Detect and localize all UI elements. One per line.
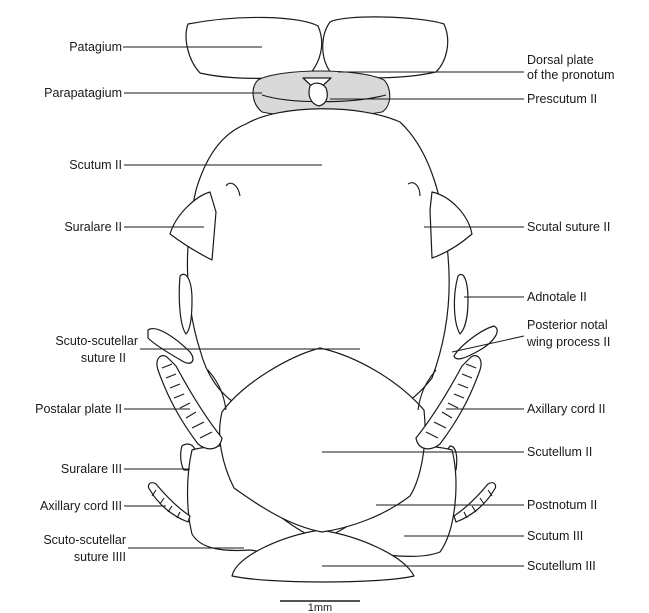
- label-suralare-iii: Suralare III: [61, 462, 122, 476]
- label-scutum-ii: Scutum II: [69, 158, 122, 172]
- label-scuto-scutellar-ii-line1: Scuto-scutellar: [55, 334, 138, 348]
- axillary-cord-iii-left-shape: [148, 483, 190, 522]
- patagium-left-shape: [186, 17, 322, 78]
- adnotale-ii-left-shape: [179, 274, 192, 334]
- suralare-ii-left-shape: [170, 192, 216, 260]
- label-axillary-cord-ii: Axillary cord II: [527, 402, 606, 416]
- label-adnotale-ii: Adnotale II: [527, 290, 587, 304]
- label-prescutum-ii: Prescutum II: [527, 92, 597, 106]
- suralare-ii-right-shape: [430, 192, 472, 258]
- scale-bar-label: 1mm: [308, 602, 332, 613]
- patagium-right-shape: [323, 17, 448, 78]
- label-scuto-scutellar-ii-line2: suture II: [81, 351, 126, 365]
- label-suralare-ii: Suralare II: [64, 220, 122, 234]
- label-posterior-notal-line2: wing process II: [526, 335, 610, 349]
- label-parapatagium: Parapatagium: [44, 86, 122, 100]
- label-scutum-iii: Scutum III: [527, 529, 583, 543]
- axillary-cord-iii-right-shape: [454, 483, 496, 522]
- label-scutellum-iii: Scutellum III: [527, 559, 596, 573]
- labels-left: Patagium Parapatagium Scutum II Suralare…: [35, 40, 138, 564]
- label-dorsal-plate-line2: of the pronotum: [527, 68, 615, 82]
- scale-bar: 1mm: [280, 601, 360, 613]
- anatomy-drawing: [148, 17, 497, 582]
- label-scutellum-ii: Scutellum II: [527, 445, 592, 459]
- label-scuto-scutellar-iiii-line1: Scuto-scutellar: [43, 533, 126, 547]
- label-axillary-cord-iii: Axillary cord III: [40, 499, 122, 513]
- label-posterior-notal-line1: Posterior notal: [527, 318, 608, 332]
- label-postalar-plate-ii: Postalar plate II: [35, 402, 122, 416]
- adnotale-ii-right-shape: [454, 274, 468, 334]
- label-scutal-suture-ii: Scutal suture II: [527, 220, 610, 234]
- labels-right: Dorsal plate of the pronotum Prescutum I…: [526, 53, 615, 573]
- label-scuto-scutellar-iiii-line2: suture IIII: [74, 550, 126, 564]
- label-patagium: Patagium: [69, 40, 122, 54]
- label-postnotum-ii: Postnotum II: [527, 498, 597, 512]
- label-dorsal-plate-line1: Dorsal plate: [527, 53, 594, 67]
